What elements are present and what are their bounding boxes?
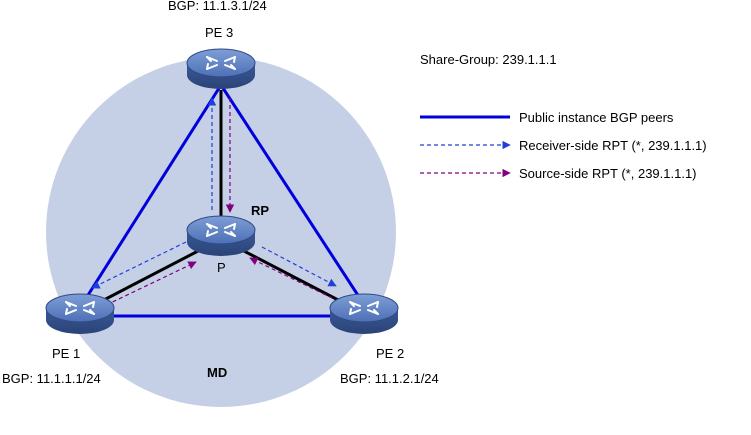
physical-links [99,90,343,304]
p-role-label: RP [251,203,269,218]
bgp-link-pe3-pe1 [81,84,223,304]
router-pe3 [186,48,256,90]
pe1-name-label: PE 1 [52,346,80,361]
link-pe1-p [99,248,201,304]
router-pe1 [45,293,115,335]
router-icon [186,215,256,257]
pe2-bgp-label: BGP: 11.1.2.1/24 [340,371,439,386]
bgp-peer-links [81,84,365,318]
source-rpt-arrows [99,98,333,309]
legend-receiver-label: Receiver-side RPT (*, 239.1.1.1) [519,138,707,153]
router-pe2 [329,293,399,335]
pe1-bgp-label: BGP: 11.1.1.1/24 [2,371,101,386]
receiver-rpt-arrows [91,97,337,289]
bgp-link-pe3-pe2 [219,84,365,304]
md-label: MD [207,365,227,380]
legend: Public instance BGP peers Receiver-side … [420,110,707,181]
receiver-arrow-to-pe1 [91,241,187,289]
source-arrow-from-pe2 [249,257,333,299]
router-icon [329,293,399,335]
router-icon [45,293,115,335]
pe2-name-label: PE 2 [376,346,404,361]
pe3-name-label: PE 3 [205,25,233,40]
router-p [186,215,256,257]
p-name-label: P [217,260,226,275]
router-icon [186,48,256,90]
legend-bgp-label: Public instance BGP peers [519,110,674,125]
source-arrow-from-pe1 [99,261,197,309]
link-pe2-p [241,248,343,304]
pe3-bgp-label: BGP: 11.1.3.1/24 [168,0,267,13]
share-group-label: Share-Group: 239.1.1.1 [420,52,557,67]
legend-source-label: Source-side RPT (*, 239.1.1.1) [519,166,697,181]
